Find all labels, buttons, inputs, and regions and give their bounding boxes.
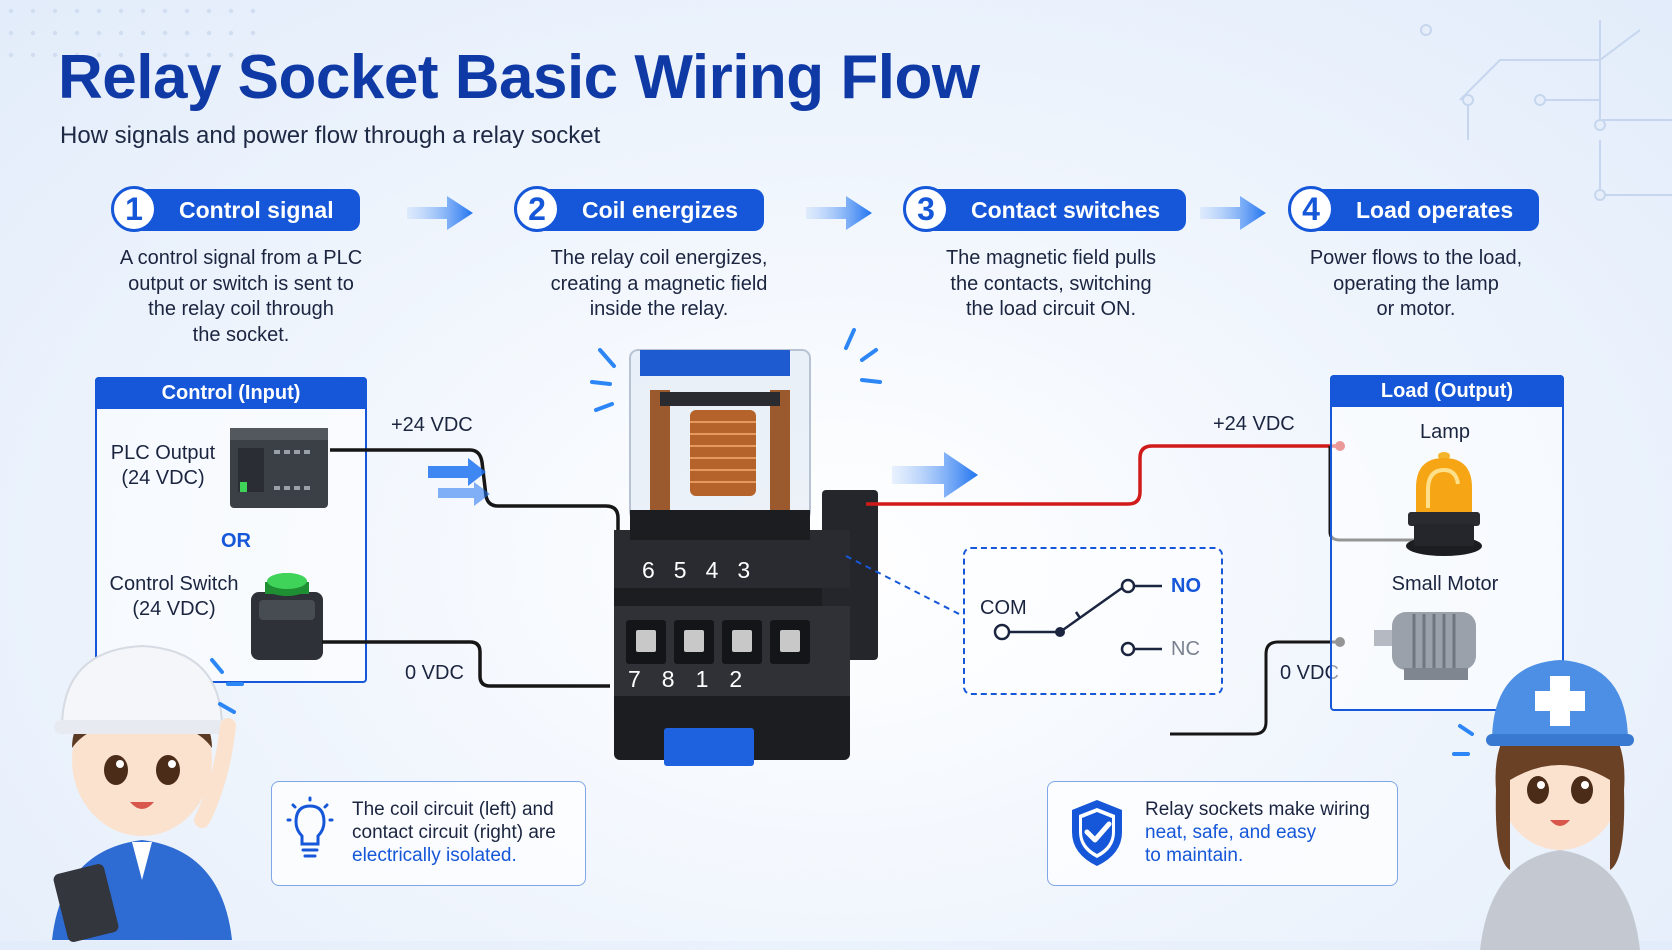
page-title: Relay Socket Basic Wiring Flow [58, 43, 980, 112]
engineer-character-right [1452, 660, 1640, 950]
com-label: COM [980, 597, 1027, 619]
engineer-character-left [52, 644, 244, 942]
step-3-description: The magnetic field pulls the contacts, s… [945, 247, 1157, 320]
arrow-right-icon [407, 196, 473, 230]
isolation-note: The coil circuit (left) and contact circ… [271, 781, 586, 886]
benefit-note: Relay sockets make wiring neat, safe, an… [1047, 781, 1398, 886]
arrow-right-icon [806, 196, 872, 230]
control-switch-label: Control Switch (24 VDC) [109, 573, 239, 620]
step-4-description: Power flows to the load, operating the l… [1309, 247, 1523, 320]
small-motor-label: Small Motor [1391, 573, 1499, 595]
step-4-number: 4 [1288, 186, 1334, 232]
lamp-icon [1406, 452, 1482, 556]
step-3-label: Contact switches [933, 189, 1187, 231]
signal-arrow-icon [428, 458, 490, 506]
arrow-right-icon [892, 452, 978, 498]
motor-icon [1374, 612, 1476, 680]
lamp-label: Lamp [1419, 421, 1471, 443]
step-1-description: A control signal from a PLC output or sw… [119, 247, 363, 346]
output-negative-label: 0 VDC [1280, 662, 1339, 684]
load-output-heading: Load (Output) [1330, 375, 1564, 407]
relay-socket-illustration [590, 328, 882, 766]
benefit-note-text: Relay sockets make wiring neat, safe, an… [1145, 799, 1370, 866]
step-1-number: 1 [111, 186, 157, 232]
input-positive-label: +24 VDC [391, 414, 473, 436]
decorative-dots [0, 0, 260, 60]
switch-schematic [993, 578, 1162, 657]
step-4-label: Load operates [1318, 189, 1540, 231]
or-label: OR [221, 530, 251, 552]
contact-switch-diagram [963, 547, 1223, 695]
step-2-label: Coil energizes [544, 189, 764, 231]
shield-check-icon [1072, 800, 1122, 866]
page-subtitle: How signals and power flow through a rel… [60, 122, 601, 149]
output-positive-label: +24 VDC [1213, 413, 1295, 435]
terminal-label: 7812 [628, 666, 764, 692]
lightbulb-icon [286, 796, 334, 858]
step-2-description: The relay coil energizes, creating a mag… [550, 247, 768, 320]
step-1-label: Control signal [141, 189, 360, 231]
push-button-switch-icon [251, 573, 323, 660]
step-2-number: 2 [514, 186, 560, 232]
plc-output-label: PLC Output (24 VDC) [110, 442, 216, 489]
nc-label: NC [1171, 638, 1200, 660]
isolation-note-text: The coil circuit (left) and contact circ… [352, 799, 556, 866]
step-3-number: 3 [903, 186, 949, 232]
terminal-label: 6543 [642, 557, 770, 583]
no-label: NO [1171, 575, 1201, 597]
plc-device-icon [230, 428, 328, 508]
control-input-heading: Control (Input) [95, 377, 367, 409]
input-negative-label: 0 VDC [405, 662, 464, 684]
arrow-right-icon [1200, 196, 1266, 230]
